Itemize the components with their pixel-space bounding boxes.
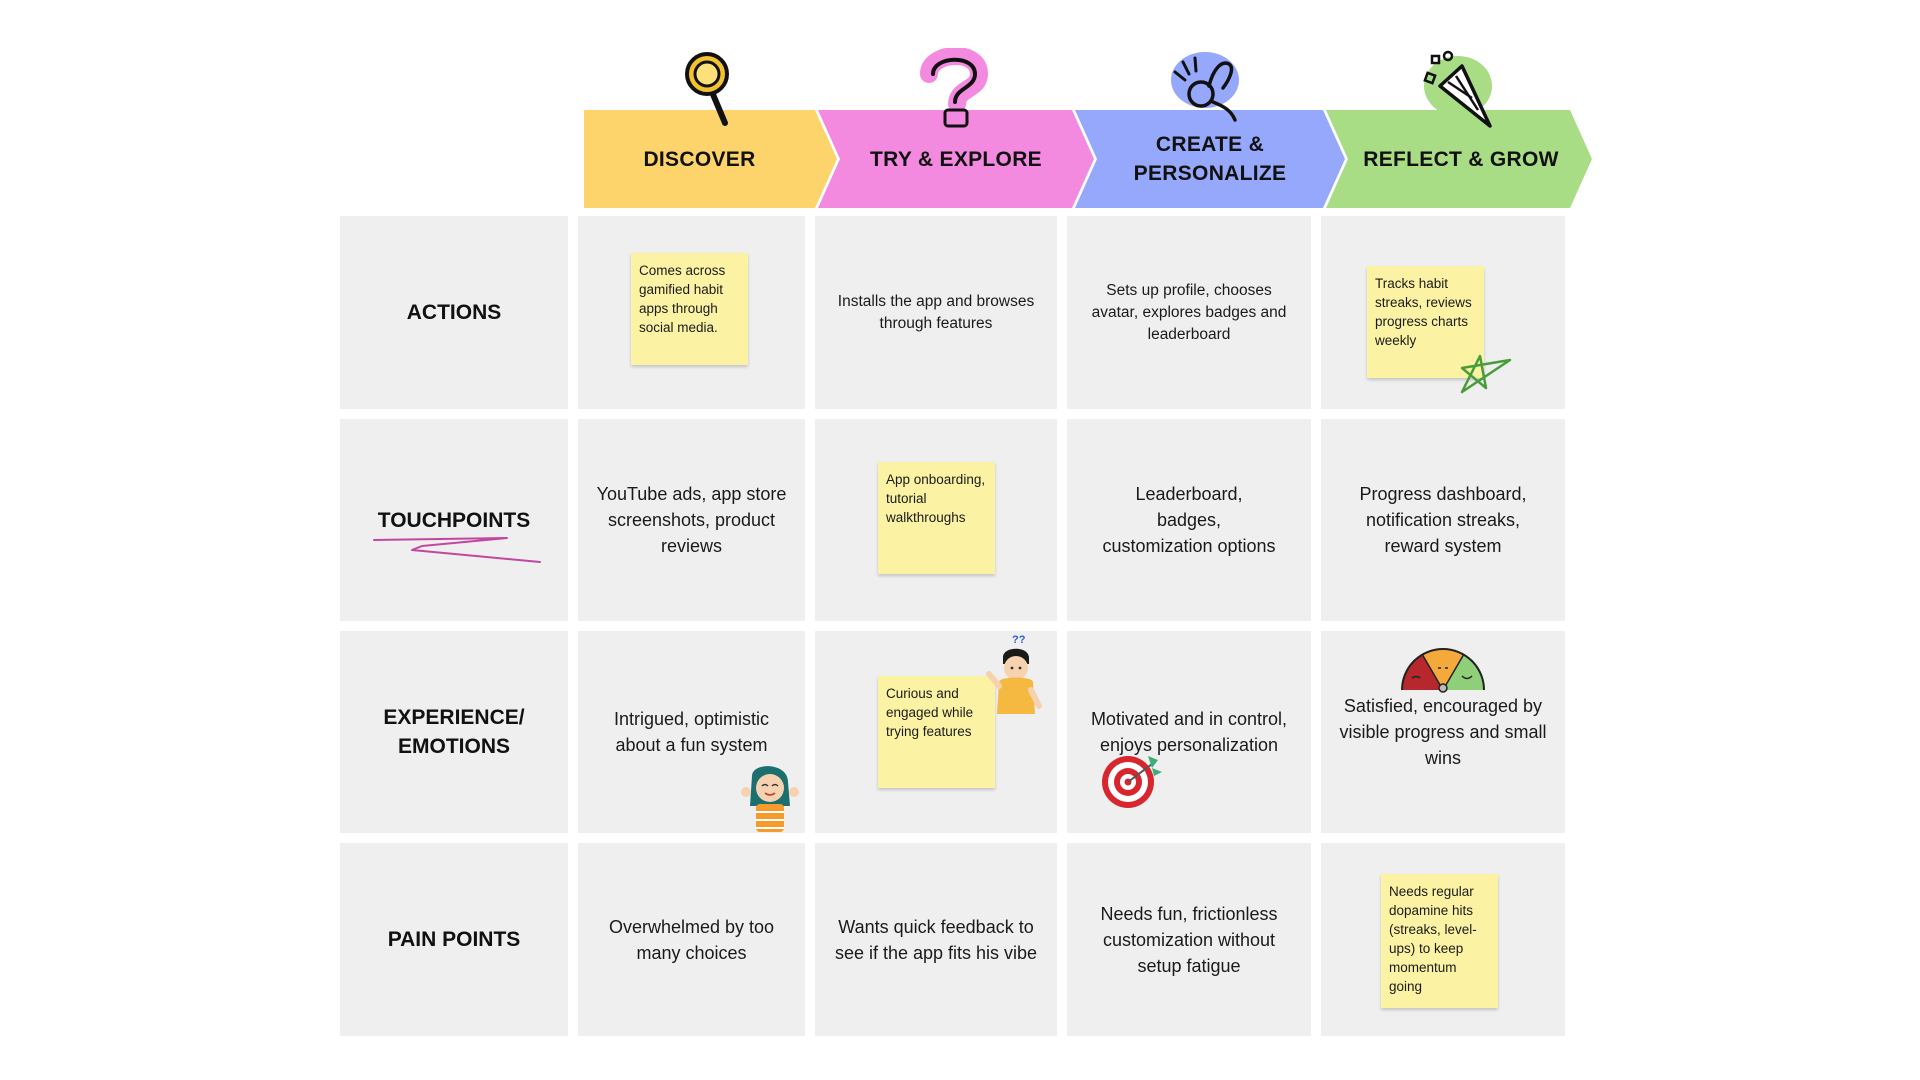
text-pain-points-reflect-grow: Needs regular dopamine hits (streaks, le… (1389, 884, 1477, 994)
text-actions-reflect-grow: Tracks habit streaks, reviews progress c… (1375, 276, 1472, 348)
row-label-pain-points: PAIN POINTS (387, 928, 521, 951)
stage-banner-try-explore: TRY & EXPLORE (818, 110, 1094, 208)
target-dart-icon (1102, 756, 1162, 808)
curious-boy-sticker-icon (986, 648, 1042, 714)
row-label-experience-line1: EXPERIENCE/ (383, 706, 525, 729)
star-doodle-icon (1460, 354, 1512, 394)
cell-touchpoints-discover: YouTube ads, app store screenshots, prod… (578, 419, 805, 621)
row-header-actions: ACTIONS (340, 216, 568, 409)
row-header-pain-points: PAIN POINTS (340, 843, 568, 1036)
stage-label-create-line2: PERSONALIZE (1133, 162, 1287, 185)
stage-label-create-personalize: CREATE & PERSONALIZE (1075, 110, 1345, 208)
sticky-actions-discover: Comes across gamified habit apps through… (631, 253, 748, 365)
magnifier-icon (685, 52, 729, 126)
mood-gauge-icon (1401, 648, 1485, 693)
stage-banner-discover: DISCOVER (584, 110, 837, 208)
text-actions-discover: Comes across gamified habit apps through… (639, 263, 726, 335)
stage-label-reflect-grow: REFLECT & GROW (1363, 147, 1559, 171)
stage-banner-create-personalize: CREATE & PERSONALIZE (1075, 110, 1345, 208)
sticky-touchpoints-try-explore: App onboarding, tutorial walkthroughs (878, 462, 995, 574)
row-header-touchpoints: TOUCHPOINTS (340, 419, 568, 621)
question-mark-icon (920, 48, 989, 128)
sticky-experience-try-explore: Curious and engaged while trying feature… (878, 676, 995, 788)
stage-banner-reflect-grow-shape (1326, 110, 1592, 208)
scribble-underline (373, 537, 541, 563)
stage-label-create-line1: CREATE & (1155, 133, 1265, 156)
text-experience-reflect-grow: Satisfied, encouraged by visible progres… (1339, 696, 1547, 768)
text-touchpoints-discover: YouTube ads, app store screenshots, prod… (596, 484, 787, 556)
row-label-experience-line2: EMOTIONS (397, 735, 510, 758)
text-experience-create-personalize: Motivated and in control, enjoys persona… (1090, 709, 1288, 755)
text-touchpoints-reflect-grow: Progress dashboard, notification streaks… (1359, 484, 1527, 556)
cell-pain-points-discover: Overwhelmed by too many choices (578, 843, 805, 1036)
row-label-actions: ACTIONS (406, 301, 502, 324)
text-pain-points-create-personalize: Needs fun, frictionless customization wi… (1100, 903, 1278, 976)
question-marks-doodle: ?? (1012, 634, 1026, 646)
party-popper-icon (1423, 50, 1492, 128)
stage-label-discover: DISCOVER (643, 147, 756, 171)
ok-hand-icon (1171, 52, 1239, 122)
happy-girl-sticker-icon (741, 766, 799, 832)
text-pain-points-discover: Overwhelmed by too many choices (608, 916, 775, 963)
cell-experience-create-personalize: Motivated and in control, enjoys persona… (1067, 631, 1311, 833)
cell-pain-points-create-personalize: Needs fun, frictionless customization wi… (1067, 843, 1311, 1036)
cell-actions-create-personalize: Sets up profile, chooses avatar, explore… (1067, 216, 1311, 409)
text-touchpoints-try-explore: App onboarding, tutorial walkthroughs (886, 472, 986, 525)
text-actions-try-explore: Installs the app and browses through fea… (837, 292, 1035, 332)
cell-touchpoints-reflect-grow: Progress dashboard, notification streaks… (1321, 419, 1565, 621)
text-touchpoints-create-personalize: Leaderboard, badges, customization optio… (1102, 484, 1276, 556)
cell-touchpoints-create-personalize: Leaderboard, badges, customization optio… (1067, 419, 1311, 621)
sticky-pain-points-reflect-grow: Needs regular dopamine hits (streaks, le… (1381, 874, 1498, 1008)
stage-label-try-explore: TRY & EXPLORE (870, 147, 1042, 171)
cell-actions-try-explore: Installs the app and browses through fea… (815, 216, 1057, 409)
text-actions-create-personalize: Sets up profile, chooses avatar, explore… (1091, 281, 1287, 343)
cell-pain-points-try-explore: Wants quick feedback to see if the app f… (815, 843, 1057, 1036)
stage-banner-create-personalize-shape (1075, 110, 1345, 208)
text-experience-try-explore: Curious and engaged while trying feature… (886, 686, 974, 739)
row-label-touchpoints: TOUCHPOINTS (377, 508, 531, 532)
row-header-experience: EXPERIENCE/ EMOTIONS (340, 631, 568, 833)
text-experience-discover: Intrigued, optimistic about a fun system (613, 709, 770, 755)
sticky-actions-reflect-grow: Tracks habit streaks, reviews progress c… (1367, 266, 1484, 378)
stage-banner-reflect-grow: REFLECT & GROW (1326, 110, 1592, 208)
stage-banner-discover-shape (584, 110, 837, 208)
stage-banner-try-explore-shape (818, 110, 1094, 208)
text-pain-points-try-explore: Wants quick feedback to see if the app f… (834, 916, 1038, 963)
